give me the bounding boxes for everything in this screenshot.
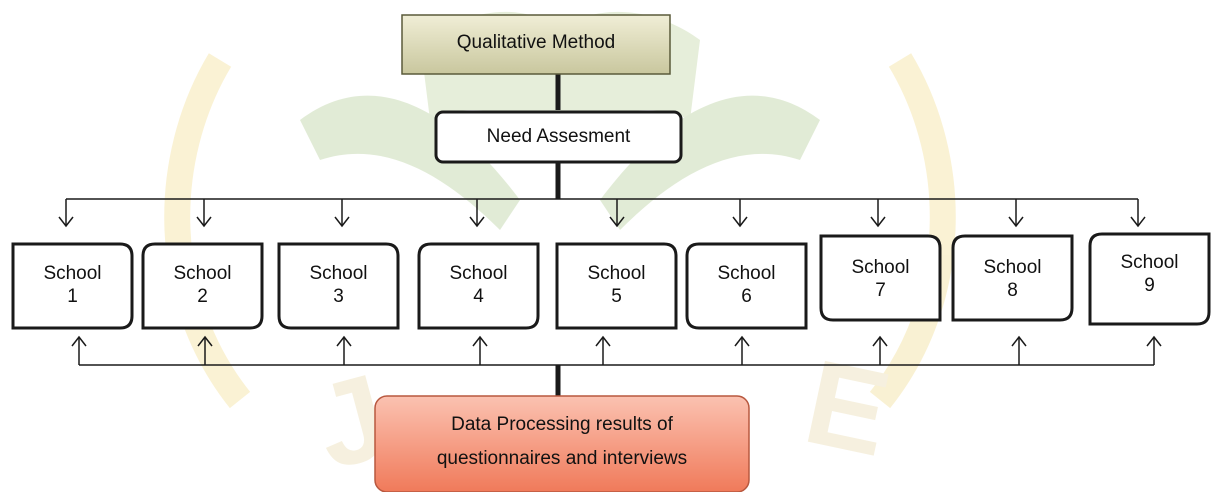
school-word: School [449, 263, 508, 284]
school-number: 2 [197, 286, 208, 307]
down-arrow-head-icon [609, 216, 625, 228]
school-word: School [173, 263, 232, 284]
school-label: School 9 [1090, 251, 1209, 297]
school-number: 4 [473, 286, 484, 307]
school-number: 8 [1007, 280, 1018, 301]
school-box [951, 234, 1074, 322]
up-arrow-head-icon [336, 335, 352, 347]
school-box [277, 242, 400, 330]
school-number: 3 [333, 286, 344, 307]
connectors [66, 74, 1154, 396]
need-assessment-label: Need Assesment [486, 126, 631, 147]
down-arrow-head-icon [732, 216, 748, 228]
up-arrow-head-icon [1011, 335, 1027, 347]
up-arrow-head-icon [472, 335, 488, 347]
down-arrow-head-icon [334, 216, 350, 228]
school-label: School 2 [143, 262, 262, 308]
data-processing-label: Data Processing results of questionnaire… [375, 413, 749, 470]
data-processing-box [374, 395, 750, 492]
data-processing-line2: questionnaires and interviews [436, 448, 688, 469]
school-boxes [11, 232, 1211, 330]
school-number: 7 [875, 280, 886, 301]
up-arrow-head-icon [71, 335, 87, 347]
school-label: School 8 [953, 256, 1072, 302]
down-arrow-head-icon [469, 216, 485, 228]
school-label: School 3 [279, 262, 398, 308]
up-arrow-head-icon [595, 335, 611, 347]
school-word: School [587, 263, 646, 284]
qualitative-method-label: Qualitative Method [456, 32, 616, 53]
school-word: School [717, 263, 776, 284]
down-arrow-head-icon [1008, 216, 1024, 228]
school-word: School [983, 257, 1042, 278]
down-arrow-head-icon [1130, 216, 1146, 228]
up-arrow-head-icon [734, 335, 750, 347]
school-word: School [1120, 252, 1179, 273]
up-arrow-head-icon [872, 335, 888, 347]
school-number: 5 [611, 286, 622, 307]
need-assessment-box [434, 110, 683, 164]
school-box [1088, 232, 1211, 326]
down-arrow-head-icon [196, 216, 212, 228]
school-label: School 7 [821, 256, 940, 302]
school-number: 6 [741, 286, 752, 307]
school-box [141, 242, 264, 330]
qualitative-method-box [401, 14, 671, 75]
data-processing-line1: Data Processing results of [451, 414, 673, 435]
school-label: School 4 [419, 262, 538, 308]
school-word: School [851, 257, 910, 278]
watermark-letter: E [795, 334, 901, 482]
down-arrow-head-icon [58, 216, 74, 228]
school-box [417, 242, 540, 330]
school-label: School 6 [687, 262, 806, 308]
school-number: 1 [67, 286, 78, 307]
school-box [555, 242, 678, 330]
down-arrow-head-icon [870, 216, 886, 228]
up-arrow-head-icon [1146, 335, 1162, 347]
school-number: 9 [1144, 275, 1155, 296]
school-word: School [43, 263, 102, 284]
school-word: School [309, 263, 368, 284]
up-arrow-head-icon [197, 335, 213, 347]
school-box [11, 242, 134, 330]
down-arrows [58, 199, 1146, 228]
school-label: School 5 [557, 262, 676, 308]
school-box [819, 234, 942, 322]
school-label: School 1 [13, 262, 132, 308]
school-box [685, 242, 808, 330]
up-arrows [71, 335, 1162, 365]
